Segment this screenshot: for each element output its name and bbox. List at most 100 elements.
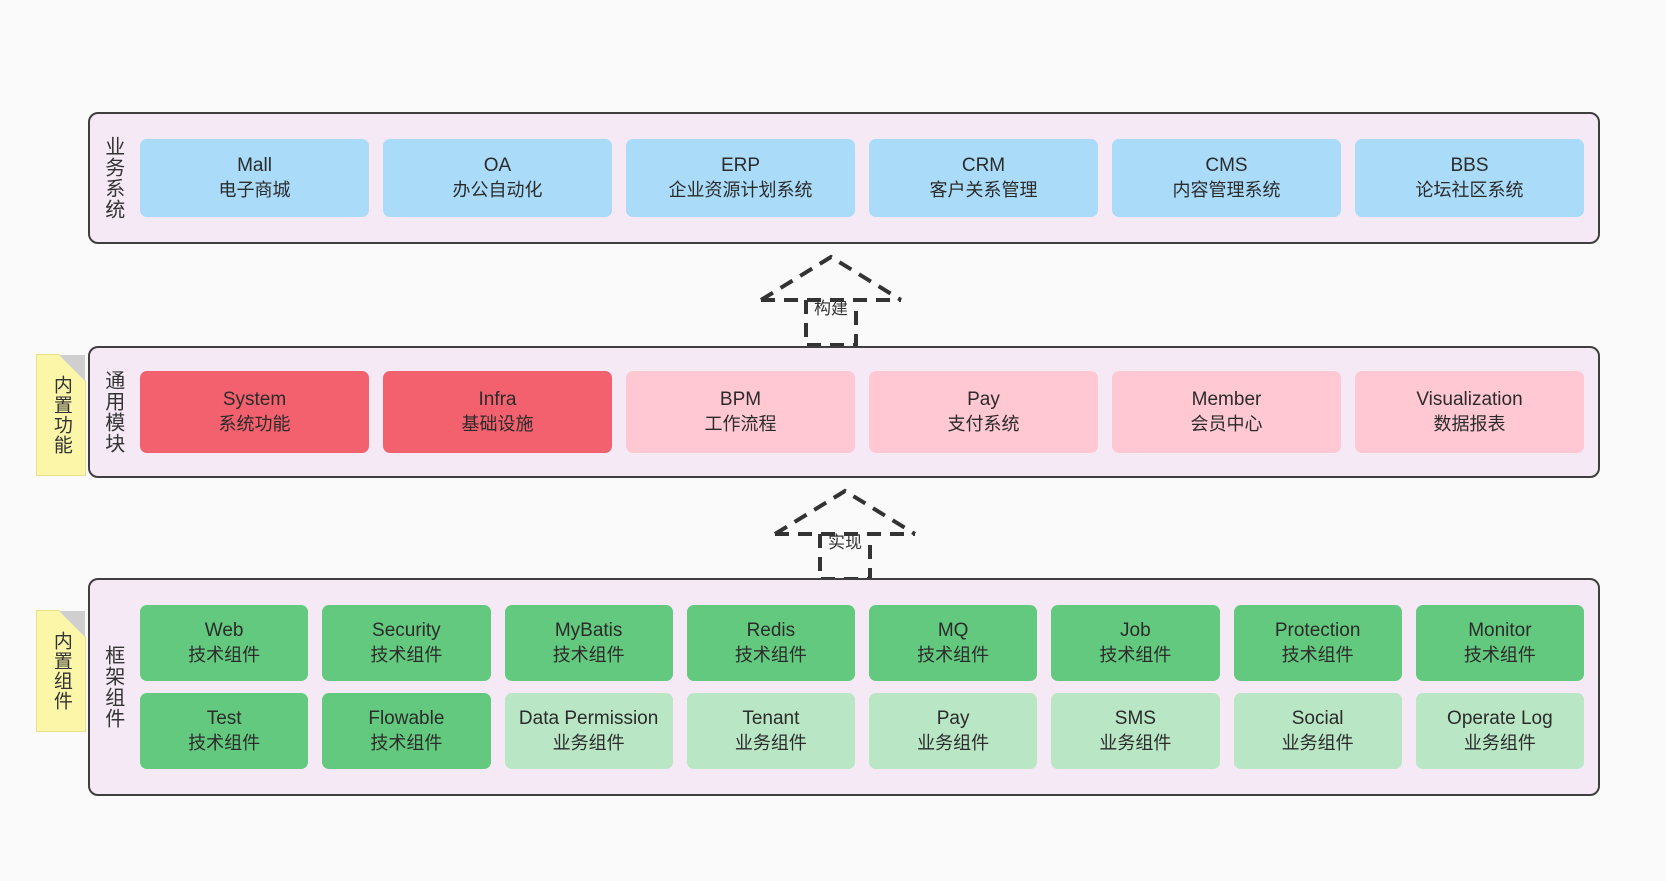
- module-title: Job: [1120, 620, 1151, 642]
- module-subtitle: 客户关系管理: [929, 179, 1038, 200]
- module-title: Pay: [967, 389, 1000, 411]
- module-subtitle: 工作流程: [704, 413, 777, 434]
- module-title: CRM: [961, 155, 1006, 177]
- module-card-visualization[interactable]: Visualization 数据报表: [1355, 371, 1584, 453]
- module-title: SMS: [1114, 708, 1156, 730]
- module-card-cms[interactable]: CMS 内容管理系统: [1112, 139, 1341, 217]
- module-card-bpm[interactable]: BPM 工作流程: [626, 371, 855, 453]
- module-subtitle: 技术组件: [370, 644, 443, 665]
- arrowhead-open-triangle: [773, 488, 917, 536]
- module-subtitle: 业务组件: [734, 732, 807, 753]
- module-subtitle: 业务组件: [1281, 732, 1354, 753]
- module-subtitle: 内容管理系统: [1172, 179, 1281, 200]
- module-title: MyBatis: [554, 620, 623, 642]
- module-card-data-permission[interactable]: Data Permission 业务组件: [504, 693, 673, 769]
- module-card-redis[interactable]: Redis 技术组件: [686, 605, 855, 681]
- module-subtitle: 基础设施: [461, 413, 534, 434]
- module-card-member[interactable]: Member 会员中心: [1112, 371, 1341, 453]
- layer-common-module: 通用模块 System 系统功能 Infra 基础设施 BPM 工作流程 Pay…: [88, 346, 1600, 478]
- module-title: Pay: [936, 708, 970, 730]
- module-title: Tenant: [742, 708, 800, 730]
- module-subtitle: 技术组件: [734, 644, 807, 665]
- module-subtitle: 办公自动化: [452, 179, 543, 200]
- layer-title-business-system: 业务系统: [101, 136, 124, 220]
- module-subtitle: 业务组件: [552, 732, 625, 753]
- module-subtitle: 业务组件: [1463, 732, 1536, 753]
- module-title: Data Permission: [518, 708, 659, 730]
- module-card-oa[interactable]: OA 办公自动化: [383, 139, 612, 217]
- module-card-test[interactable]: Test 技术组件: [140, 693, 309, 769]
- module-card-sms[interactable]: SMS 业务组件: [1051, 693, 1220, 769]
- module-title: System: [222, 389, 287, 411]
- connector-build: 构建: [756, 252, 906, 348]
- layer-business-system: 业务系统 Mall 电子商城 OA 办公自动化 ERP 企业资源计划系统 CRM…: [88, 112, 1600, 244]
- layer-body-business-system: Mall 电子商城 OA 办公自动化 ERP 企业资源计划系统 CRM 客户关系…: [134, 114, 1598, 242]
- module-title: Operate Log: [1447, 708, 1553, 730]
- module-title: Member: [1191, 389, 1262, 411]
- module-title: Infra: [478, 389, 517, 411]
- framework-row-business: Test 技术组件 Flowable 技术组件 Data Permission …: [140, 693, 1584, 769]
- module-title: Mall: [237, 155, 272, 177]
- module-card-tenant[interactable]: Tenant 业务组件: [686, 693, 855, 769]
- sticky-note-text: 内置组件: [50, 631, 72, 711]
- module-title: Flowable: [368, 708, 445, 730]
- module-subtitle: 业务组件: [917, 732, 990, 753]
- module-subtitle: 企业资源计划系统: [668, 179, 813, 200]
- module-title: BBS: [1450, 155, 1489, 177]
- module-card-pay-component[interactable]: Pay 业务组件: [869, 693, 1038, 769]
- sticky-note-builtin-function: 内置功能: [36, 354, 86, 476]
- module-subtitle: 论坛社区系统: [1415, 179, 1524, 200]
- module-subtitle: 技术组件: [1281, 644, 1354, 665]
- module-subtitle: 系统功能: [218, 413, 291, 434]
- connector-implement: 实现: [770, 486, 920, 582]
- connector-label-build: 构建: [814, 299, 848, 318]
- module-title: Visualization: [1416, 389, 1523, 411]
- module-card-security[interactable]: Security 技术组件: [322, 605, 491, 681]
- module-subtitle: 数据报表: [1433, 413, 1506, 434]
- module-subtitle: 技术组件: [188, 732, 261, 753]
- framework-row-technical: Web 技术组件 Security 技术组件 MyBatis 技术组件 Redi…: [140, 605, 1584, 681]
- module-card-infra[interactable]: Infra 基础设施: [383, 371, 612, 453]
- layer-body-framework-component: Web 技术组件 Security 技术组件 MyBatis 技术组件 Redi…: [134, 580, 1598, 794]
- sticky-note-builtin-component: 内置组件: [36, 610, 86, 732]
- module-card-mall[interactable]: Mall 电子商城: [140, 139, 369, 217]
- module-title: ERP: [720, 155, 761, 177]
- module-card-mybatis[interactable]: MyBatis 技术组件: [504, 605, 673, 681]
- module-title: Test: [206, 708, 242, 730]
- module-card-erp[interactable]: ERP 企业资源计划系统: [626, 139, 855, 217]
- module-subtitle: 会员中心: [1190, 413, 1263, 434]
- module-subtitle: 技术组件: [370, 732, 443, 753]
- module-title: Protection: [1274, 620, 1361, 642]
- module-subtitle: 电子商城: [218, 179, 291, 200]
- module-subtitle: 技术组件: [1463, 644, 1536, 665]
- layer-body-common-module: System 系统功能 Infra 基础设施 BPM 工作流程 Pay 支付系统…: [134, 348, 1598, 476]
- module-title: Security: [372, 620, 441, 642]
- layer-framework-component: 框架组件 Web 技术组件 Security 技术组件 MyBatis 技术组件…: [88, 578, 1600, 796]
- module-card-operate-log[interactable]: Operate Log 业务组件: [1415, 693, 1584, 769]
- module-card-monitor[interactable]: Monitor 技术组件: [1415, 605, 1584, 681]
- module-title: CMS: [1205, 155, 1248, 177]
- module-subtitle: 技术组件: [552, 644, 625, 665]
- module-subtitle: 支付系统: [947, 413, 1020, 434]
- module-title: Web: [204, 620, 244, 642]
- module-card-job[interactable]: Job 技术组件: [1051, 605, 1220, 681]
- module-card-mq[interactable]: MQ 技术组件: [869, 605, 1038, 681]
- sticky-note-text: 内置功能: [50, 375, 72, 455]
- module-card-web[interactable]: Web 技术组件: [140, 605, 309, 681]
- layer-title-common-module: 通用模块: [101, 370, 124, 454]
- module-card-system[interactable]: System 系统功能: [140, 371, 369, 453]
- module-card-bbs[interactable]: BBS 论坛社区系统: [1355, 139, 1584, 217]
- module-card-pay[interactable]: Pay 支付系统: [869, 371, 1098, 453]
- module-card-social[interactable]: Social 业务组件: [1233, 693, 1402, 769]
- module-subtitle: 技术组件: [1099, 644, 1172, 665]
- module-card-crm[interactable]: CRM 客户关系管理: [869, 139, 1098, 217]
- module-card-flowable[interactable]: Flowable 技术组件: [322, 693, 491, 769]
- module-card-protection[interactable]: Protection 技术组件: [1233, 605, 1402, 681]
- module-subtitle: 技术组件: [188, 644, 261, 665]
- module-title: OA: [483, 155, 512, 177]
- module-title: Redis: [746, 620, 796, 642]
- module-title: Social: [1291, 708, 1344, 730]
- module-title: Monitor: [1468, 620, 1532, 642]
- module-subtitle: 技术组件: [917, 644, 990, 665]
